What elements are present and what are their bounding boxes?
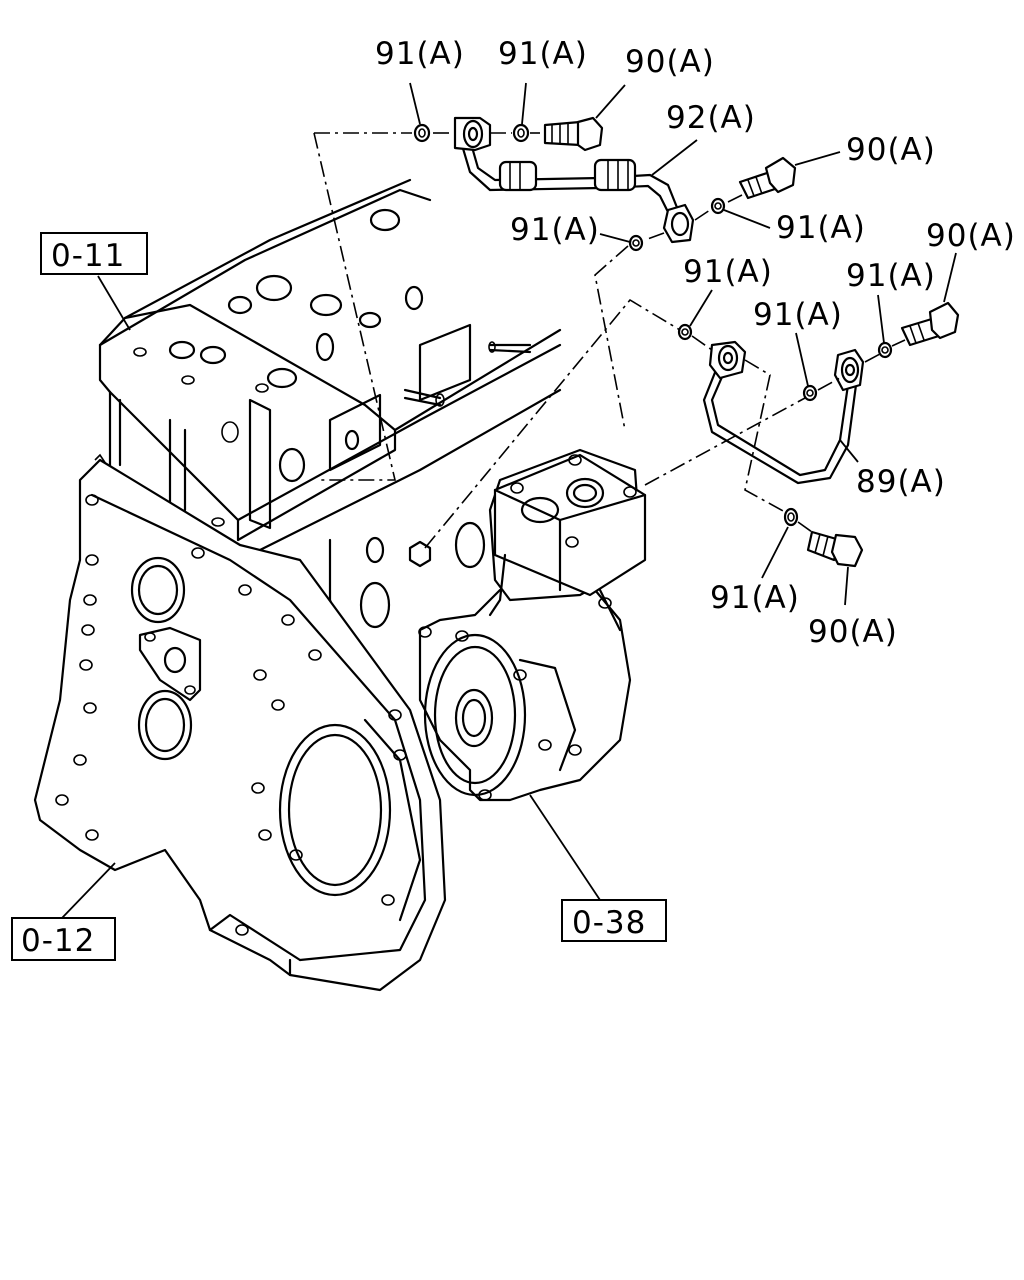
callout-90a-4: 90(A) xyxy=(808,614,898,650)
callout-91a-7: 91(A) xyxy=(753,297,843,333)
pipe-89a-drawing xyxy=(677,301,960,568)
callout-92a: 92(A) xyxy=(666,100,756,136)
ref-box-cylinder-head: 0-11 xyxy=(40,232,148,275)
callout-91a-2: 91(A) xyxy=(498,36,588,72)
compressor-drawing xyxy=(418,448,647,802)
callout-90a-3: 90(A) xyxy=(926,218,1016,254)
callout-90a-1: 90(A) xyxy=(625,44,715,80)
ref-label-compressor: 0-38 xyxy=(572,905,646,941)
timing-case-drawing xyxy=(33,458,447,992)
ref-box-compressor: 0-38 xyxy=(561,899,667,942)
pipe-92a-drawing xyxy=(413,116,797,252)
callout-91a-1: 91(A) xyxy=(375,36,465,72)
callout-91a-5: 91(A) xyxy=(683,254,773,290)
ref-label-cylinder-head: 0-11 xyxy=(51,238,125,274)
callout-91a-8: 91(A) xyxy=(710,580,800,616)
leader-lines xyxy=(61,82,957,919)
callout-91a-6: 91(A) xyxy=(846,258,936,294)
callout-90a-2: 90(A) xyxy=(846,132,936,168)
assembly-lines xyxy=(313,132,906,549)
cylinder-head-drawing xyxy=(94,178,562,642)
ref-box-timing-case: 0-12 xyxy=(11,917,116,961)
ref-label-timing-case: 0-12 xyxy=(21,923,95,959)
callout-89a: 89(A) xyxy=(856,464,946,500)
callout-91a-3: 91(A) xyxy=(510,212,600,248)
callout-91a-4: 91(A) xyxy=(776,210,866,246)
